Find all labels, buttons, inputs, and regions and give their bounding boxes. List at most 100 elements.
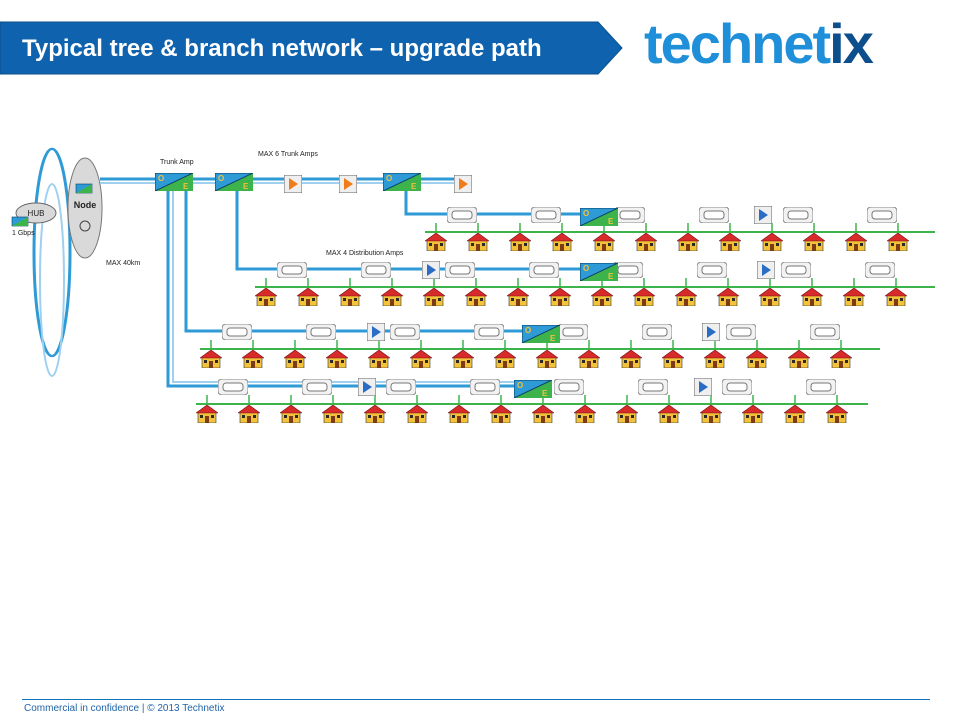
house-icon — [574, 405, 596, 423]
house-icon — [742, 405, 764, 423]
title-banner — [0, 21, 623, 75]
trunk-amp-icon-1 — [284, 175, 302, 193]
oe-electrical-letter: E — [608, 272, 614, 281]
house-icon — [255, 288, 277, 306]
tap-icon — [558, 324, 588, 340]
logo-text: technet — [644, 12, 831, 75]
house-icon — [759, 288, 781, 306]
oe-optical-letter: O — [218, 174, 224, 183]
tap-icon — [638, 379, 668, 395]
oe-electrical-letter: E — [608, 217, 614, 226]
oe-electrical-letter: E — [411, 182, 417, 191]
footer-divider — [22, 699, 930, 700]
fibre-distance: MAX 40km — [106, 260, 140, 267]
tap-icon — [554, 379, 584, 395]
node-oe-box-half — [76, 184, 92, 193]
house-icon — [578, 350, 600, 368]
house-icon — [845, 233, 867, 251]
house-icon — [616, 405, 638, 423]
house-icon — [593, 233, 615, 251]
hub-rate: 1 Gbps — [12, 230, 35, 237]
house-icon — [196, 405, 218, 423]
house-icon — [675, 288, 697, 306]
oe-optical-letter: O — [517, 381, 523, 390]
branch-coax-2 — [235, 186, 595, 271]
house-icon — [700, 405, 722, 423]
node-label: Node — [74, 200, 97, 210]
house-icon — [887, 233, 909, 251]
distribution-amp-icon — [754, 206, 772, 224]
house-icon — [280, 405, 302, 423]
house-icon — [490, 405, 512, 423]
fibre-ring-inner — [39, 183, 65, 377]
trunk-amp-label: Trunk Amp — [160, 159, 194, 166]
oe-optical-letter: O — [583, 264, 589, 273]
house-icon — [719, 233, 741, 251]
house-icon — [507, 288, 529, 306]
house-icon — [406, 405, 428, 423]
house-icon — [200, 350, 222, 368]
tap-icon — [867, 207, 897, 223]
house-icon — [410, 350, 432, 368]
house-icon — [830, 350, 852, 368]
house-icon — [532, 405, 554, 423]
oe-electrical-letter: E — [243, 182, 249, 191]
house-icon — [658, 405, 680, 423]
tap-icon — [302, 379, 332, 395]
house-icon — [803, 233, 825, 251]
house-icon — [784, 405, 806, 423]
tap-icon — [697, 262, 727, 278]
house-icon — [788, 350, 810, 368]
house-icon — [717, 288, 739, 306]
oe-electrical-letter: E — [183, 182, 189, 191]
tap-icon — [222, 324, 252, 340]
node-shape — [67, 157, 103, 259]
tap-icon — [445, 262, 475, 278]
oe-optical-letter: O — [525, 326, 531, 335]
tap-icon — [474, 324, 504, 340]
trunk-amp-icon-3 — [454, 175, 472, 193]
house-icon — [423, 288, 445, 306]
hub-oe-box-half — [12, 217, 28, 226]
oe-optical-letter: O — [583, 209, 589, 218]
tap-icon — [277, 262, 307, 278]
max-trunk-label: MAX 6 Trunk Amps — [258, 151, 318, 158]
house-icon — [746, 350, 768, 368]
house-icon — [761, 233, 783, 251]
house-icon — [339, 288, 361, 306]
oe-electrical-letter: E — [542, 389, 548, 398]
house-icon — [364, 405, 386, 423]
logo-text-end: ix — [829, 12, 874, 75]
tap-icon — [361, 262, 391, 278]
hub-label: HUB — [28, 209, 45, 218]
house-icon — [381, 288, 403, 306]
tap-icon — [642, 324, 672, 340]
house-icon — [509, 233, 531, 251]
distribution-amp-icon — [757, 261, 775, 279]
house-icon — [826, 405, 848, 423]
house-icon — [536, 350, 558, 368]
house-icon — [326, 350, 348, 368]
fibre-ring — [32, 147, 72, 358]
tap-icon — [722, 379, 752, 395]
house-icon — [242, 350, 264, 368]
tap-icon — [390, 324, 420, 340]
house-icon — [284, 350, 306, 368]
house-icon — [662, 350, 684, 368]
house-icon — [448, 405, 470, 423]
tap-icon — [386, 379, 416, 395]
tap-icon — [529, 262, 559, 278]
page-title: Typical tree & branch network – upgrade … — [22, 35, 542, 62]
oe-optical-letter: O — [386, 174, 392, 183]
tap-icon — [810, 324, 840, 340]
distribution-amp-icon — [422, 261, 440, 279]
house-icon — [297, 288, 319, 306]
node-transformer-icon — [79, 220, 91, 232]
distribution-amp-icon — [694, 378, 712, 396]
tap-icon — [781, 262, 811, 278]
footer-text: Commercial in confidence | © 2013 Techne… — [24, 703, 225, 714]
tap-icon — [726, 324, 756, 340]
house-icon — [620, 350, 642, 368]
tap-icon — [806, 379, 836, 395]
